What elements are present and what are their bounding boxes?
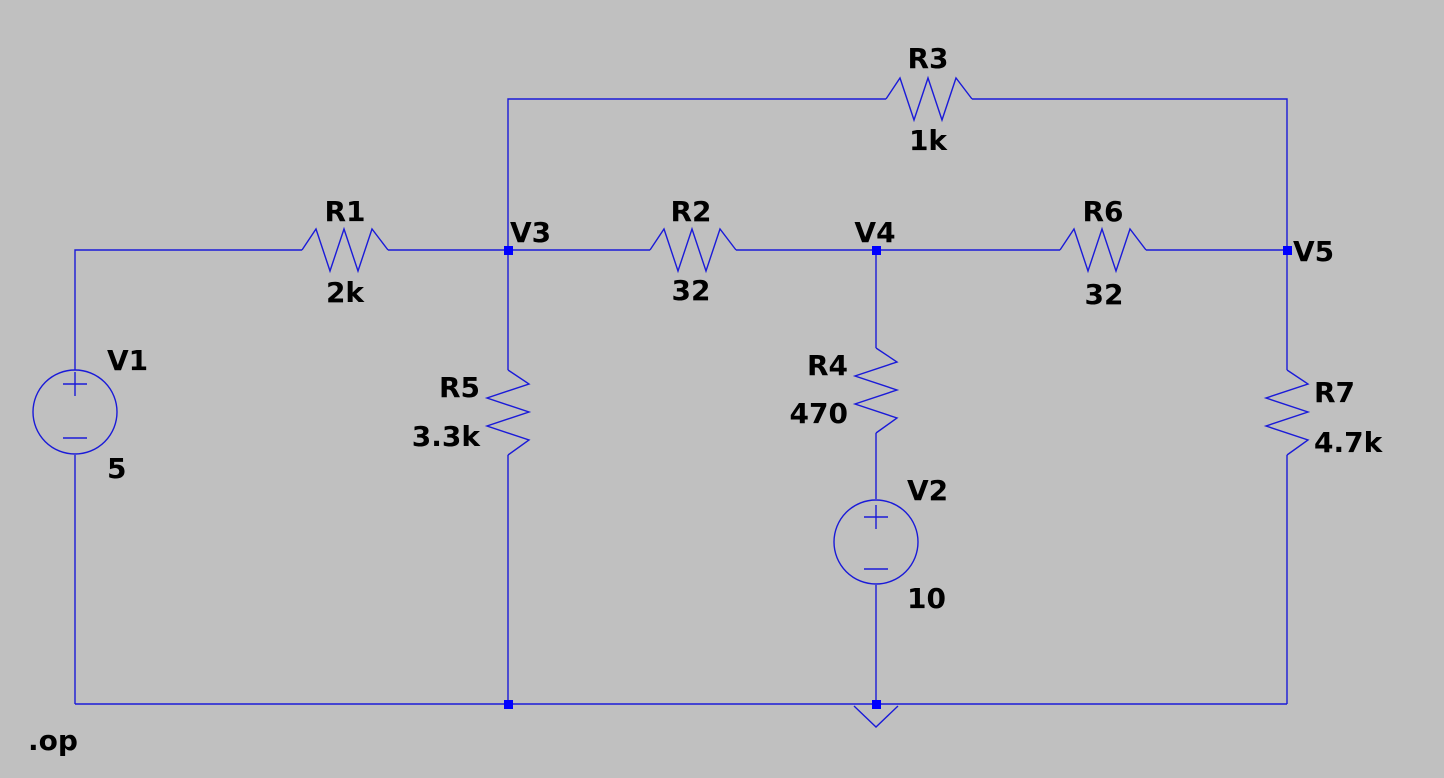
wires [74,98,1288,705]
r7-name: R7 [1314,376,1355,409]
r2-value: 32 [672,274,711,307]
resistor-r1[interactable] [301,226,389,274]
junction-dot [872,246,881,255]
r3-value: 1k [909,124,948,157]
source-circle-icon [833,499,919,585]
r6-value: 32 [1085,278,1124,311]
junction-dot [504,700,513,709]
resistor-r3[interactable] [885,75,973,123]
r5-name: R5 [439,371,480,404]
net-label-v3: V3 [510,216,551,249]
net-label-v5: V5 [1293,235,1334,268]
r7-value: 4.7k [1314,426,1384,459]
resistor-r4[interactable] [852,347,900,434]
ground-icon [853,705,899,728]
junction-dot [504,246,513,255]
r4-value: 470 [790,397,848,430]
wire-v1-top [74,249,302,370]
r2-name: R2 [670,195,711,228]
v1-value: 5 [107,452,126,485]
voltage-source-v2[interactable] [833,499,919,585]
wire-v3-r3 [507,98,886,250]
voltage-source-v1[interactable] [32,369,118,455]
junctions [504,246,1292,709]
v1-name: V1 [107,344,148,377]
junction-dot [1283,246,1292,255]
source-circle-icon [32,369,118,455]
v2-name: V2 [907,474,948,507]
wire-r3-v5 [972,98,1288,250]
resistor-r5[interactable] [484,369,532,456]
r1-name: R1 [324,195,365,228]
r5-value: 3.3k [412,420,482,453]
resistor-r2[interactable] [649,226,737,274]
net-label-v4: V4 [854,216,895,249]
r1-value: 2k [326,276,365,309]
r3-name: R3 [907,42,948,75]
resistor-r6[interactable] [1059,226,1147,274]
r4-name: R4 [807,349,848,382]
v2-value: 10 [907,582,946,615]
resistor-r7[interactable] [1263,369,1311,456]
junction-dot [872,700,881,709]
spice-directive[interactable]: .op [28,724,78,757]
r6-name: R6 [1082,195,1123,228]
